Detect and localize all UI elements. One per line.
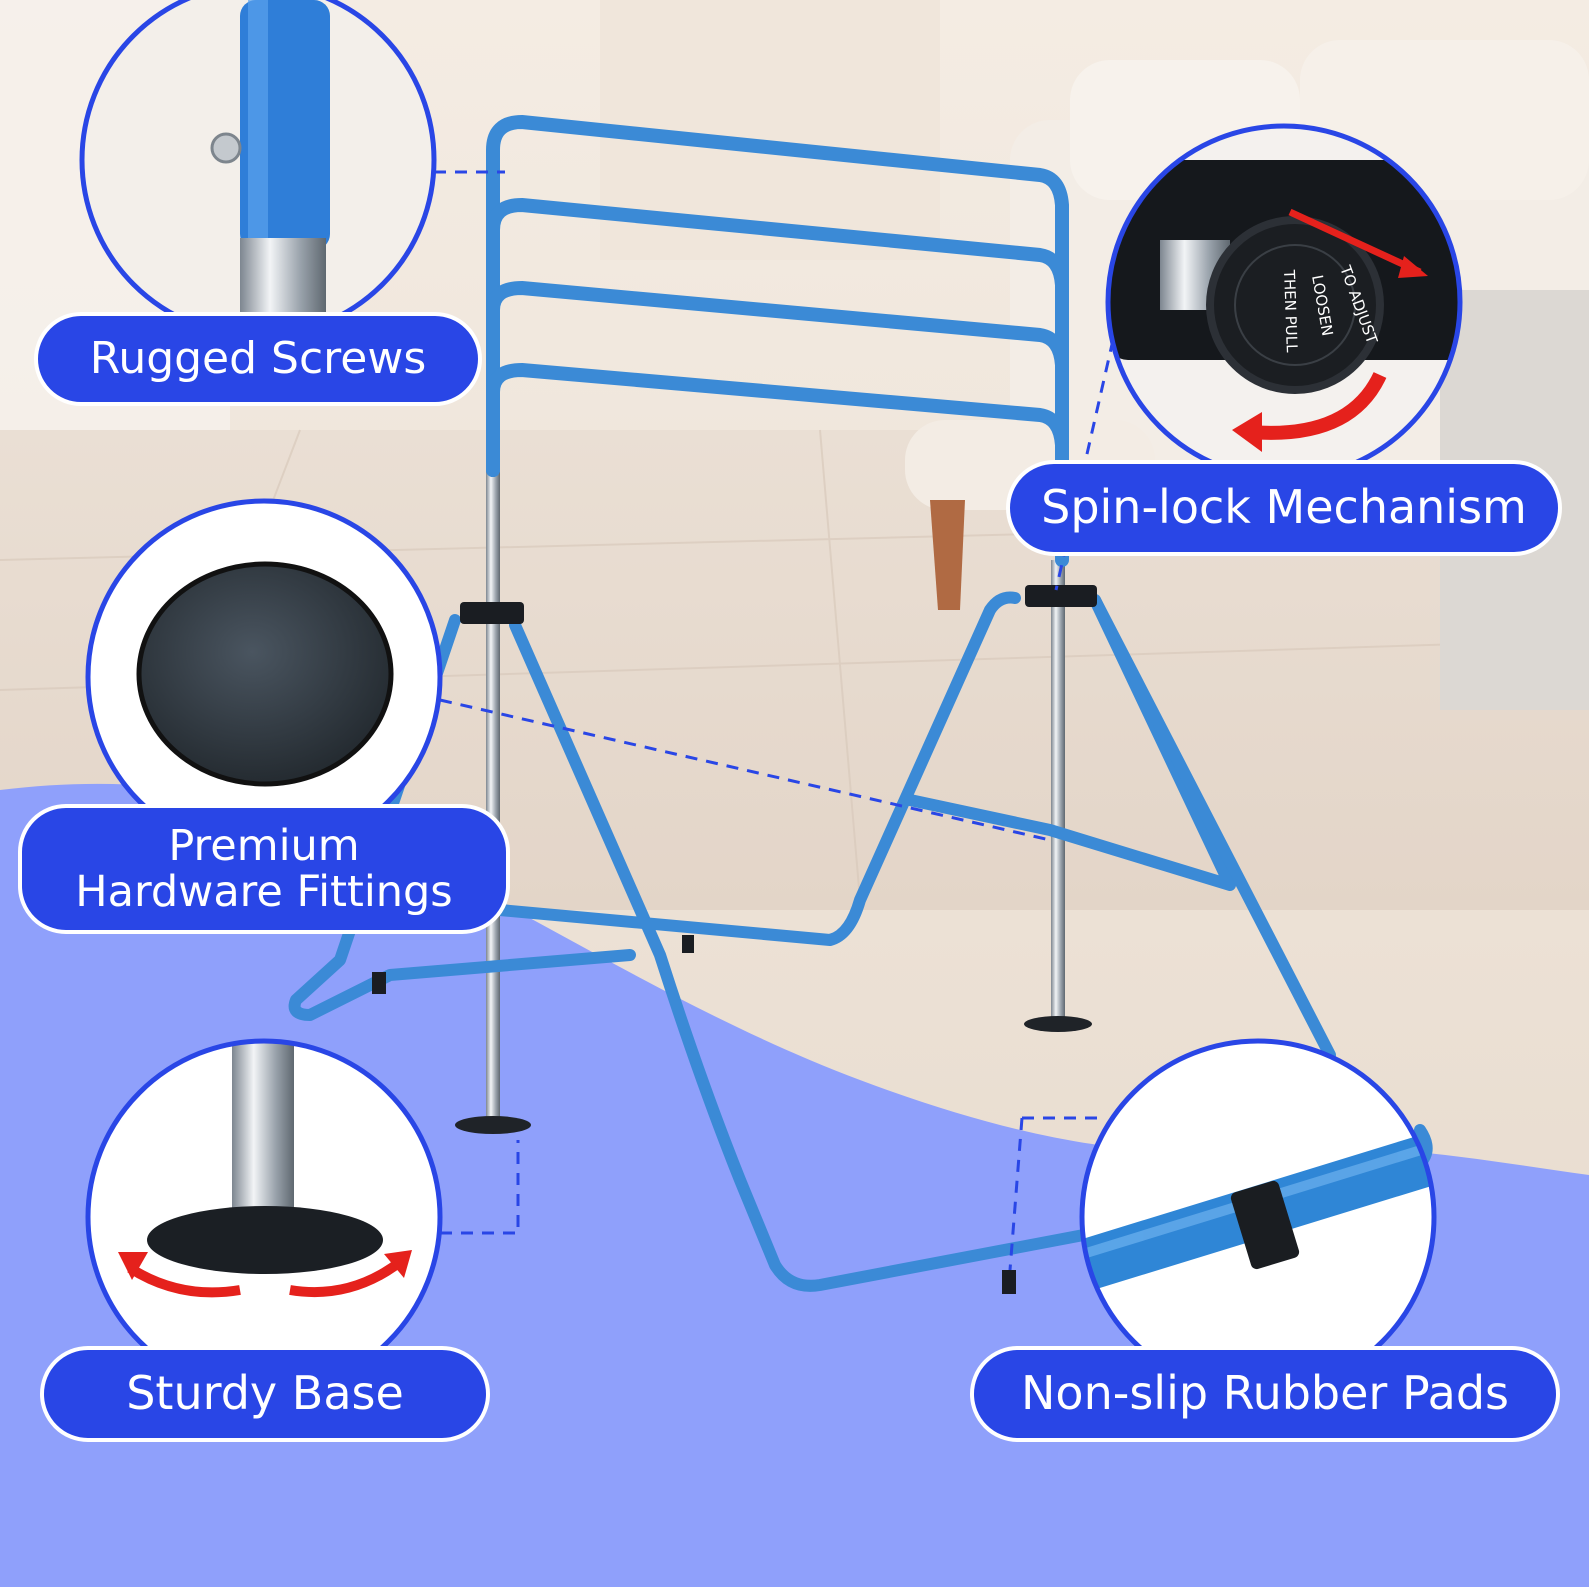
rubber-pads-label: Non-slip Rubber Pads <box>970 1346 1560 1442</box>
spin-lock-text: Spin-lock Mechanism <box>1041 480 1527 535</box>
rugged-screws-label: Rugged Screws <box>34 312 482 406</box>
base-foot-icon <box>147 1206 383 1274</box>
red-arrow-icon <box>1288 208 1422 276</box>
tube-clip-icon <box>1230 1180 1300 1270</box>
rubber-disc-icon <box>136 561 394 787</box>
fittings-line1: Premium <box>168 820 360 871</box>
sturdy-base-label: Sturdy Base <box>40 1346 490 1442</box>
hardware-fittings-label: Premium Hardware Fittings <box>18 804 510 934</box>
rugged-screws-text: Rugged Screws <box>89 333 427 385</box>
base-detail-circle <box>85 1038 443 1396</box>
screw-head-icon <box>210 132 242 164</box>
spin-lock-label: Spin-lock Mechanism <box>1006 460 1562 556</box>
knob-text-loosen: LOOSEN <box>1308 274 1336 338</box>
screws-detail-circle <box>79 0 437 339</box>
knob-text-pull: THEN PULL <box>1280 269 1301 354</box>
pads-detail-circle <box>1079 1038 1437 1396</box>
rubber-pads-text: Non-slip Rubber Pads <box>1021 1366 1509 1421</box>
knob-text-adjust: TO ADJUST <box>1336 262 1381 347</box>
fittings-line2: Hardware Fittings <box>75 867 453 917</box>
sturdy-base-text: Sturdy Base <box>126 1366 404 1421</box>
fittings-detail-circle <box>85 498 443 856</box>
